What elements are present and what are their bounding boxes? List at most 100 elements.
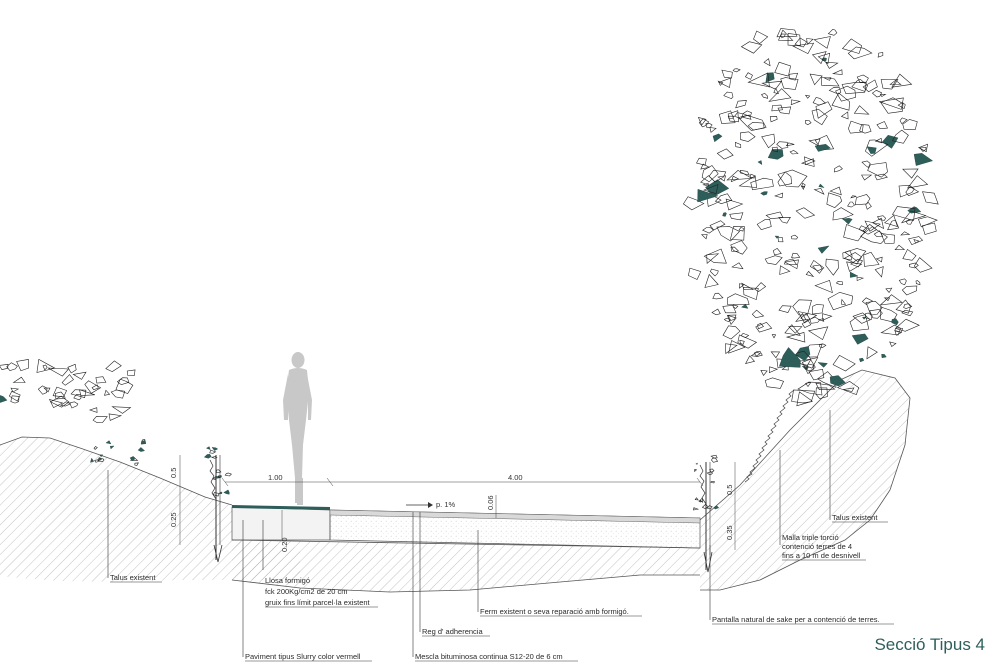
- leaf-shape: [817, 318, 825, 322]
- leaf-shape: [730, 225, 745, 241]
- leaf-shape: [865, 300, 883, 316]
- leaf-shape: [879, 294, 903, 306]
- leaf-shape: [217, 475, 222, 479]
- leaf-shape: [902, 168, 919, 179]
- label-talus-left: Talus existent: [110, 573, 156, 582]
- leaf-shape: [723, 91, 734, 99]
- leaf-shape: [8, 390, 21, 402]
- leaf-shape: [874, 137, 883, 144]
- leaf-shape: [753, 350, 763, 357]
- dim-post-left-depth: 0.25: [169, 512, 178, 527]
- leaf-shape: [777, 106, 792, 115]
- leaf-shape: [224, 472, 232, 477]
- leaf-shape: [894, 244, 906, 251]
- leaf-shape: [702, 184, 719, 195]
- leaf-shape: [788, 326, 803, 334]
- dim-sidewalk-width: 1.00: [268, 473, 283, 482]
- leaf-shape: [739, 169, 750, 176]
- leaf-shape-filled: [105, 440, 112, 445]
- leaf-shape: [901, 309, 914, 317]
- drawing-title: Secció Tipus 4: [874, 635, 985, 654]
- leaf-shape: [711, 457, 719, 463]
- leaf-shape: [718, 110, 736, 124]
- leaf-shape: [771, 334, 777, 339]
- leaf-shape: [815, 387, 828, 400]
- dim-road-width: 4.00: [508, 473, 523, 482]
- leaf-shape: [879, 97, 904, 110]
- leaf-shape-filled: [841, 218, 853, 225]
- leaf-shape: [843, 387, 855, 392]
- dim-post-right-depth: 0.35: [725, 525, 734, 540]
- leaf-shape: [694, 469, 698, 473]
- leaf-shape: [764, 255, 783, 265]
- leaf-shape: [832, 69, 843, 75]
- leaf-shape: [874, 266, 884, 278]
- leaf-shape-filled: [862, 316, 867, 320]
- leaf-shape: [105, 360, 122, 372]
- leaf-shape: [94, 459, 101, 463]
- leaf-shape: [897, 102, 906, 110]
- leaf-shape-filled: [818, 183, 825, 188]
- leaf-shape-filled: [722, 212, 727, 217]
- vegetation-left: [0, 358, 147, 466]
- leaf-shape: [841, 298, 847, 305]
- leaf-shape: [774, 192, 784, 199]
- leaf-shape: [849, 314, 870, 332]
- leaf-shape: [864, 312, 873, 320]
- leaf-shape: [727, 110, 739, 123]
- leaf-shape: [209, 449, 217, 454]
- leaf-shape: [36, 358, 56, 373]
- leaf-shape: [726, 314, 737, 325]
- leaf-shape: [108, 413, 123, 421]
- leaf-shape: [67, 363, 77, 374]
- leaf-shape: [875, 256, 883, 263]
- leaf-shape: [822, 313, 833, 321]
- leaf-shape: [92, 415, 108, 423]
- leaf-shape: [706, 471, 714, 476]
- leaf-shape: [750, 177, 774, 191]
- leaf-shape: [111, 406, 132, 414]
- leaf-shape: [710, 481, 715, 484]
- leaf-shape: [747, 72, 770, 88]
- leaf-shape: [698, 118, 710, 128]
- leaf-shape-filled: [712, 133, 723, 143]
- leaf-shape: [824, 77, 832, 81]
- leaf-shape: [797, 381, 823, 396]
- leaf-shape-filled: [218, 491, 223, 495]
- label-malla-line3: fins a 10 m de desnivell: [782, 551, 861, 560]
- leaf-shape: [741, 282, 755, 290]
- leaf-shape: [813, 36, 831, 49]
- leaf-shape: [791, 252, 801, 259]
- leaf-shape: [827, 28, 838, 36]
- leaf-shape: [49, 395, 70, 408]
- leaf-shape: [898, 184, 915, 198]
- slope-indicator: [406, 502, 433, 508]
- leaf-shape: [844, 248, 867, 262]
- leaf-shape: [10, 387, 20, 393]
- leaf-shape-filled: [891, 318, 899, 326]
- leaf-shape: [843, 252, 863, 265]
- leaf-shape: [846, 261, 863, 272]
- leaf-shape: [835, 280, 843, 286]
- leaf-shape: [922, 191, 939, 205]
- leaf-shape: [702, 182, 709, 187]
- leaf-shape-filled: [913, 153, 934, 166]
- leaf-shape: [95, 376, 107, 384]
- leaf-shape: [768, 366, 779, 374]
- leaf-shape: [858, 225, 868, 233]
- leaf-shape: [867, 162, 888, 178]
- leaf-shape: [804, 94, 811, 99]
- label-losa-line2: fck 200Kg/cm2 de 20 cm: [265, 587, 348, 596]
- leaf-shape: [866, 346, 878, 360]
- leaf-shape: [902, 248, 917, 261]
- leaf-shape: [777, 169, 808, 188]
- leaf-shape: [710, 268, 719, 277]
- leaf-shape: [852, 312, 871, 324]
- leaf-shape: [737, 334, 758, 349]
- leaf-shape: [212, 492, 220, 497]
- leaf-shape: [847, 201, 855, 208]
- leaf-shape: [88, 407, 98, 413]
- leaf-shape: [73, 394, 82, 401]
- leaf-shape: [739, 339, 745, 345]
